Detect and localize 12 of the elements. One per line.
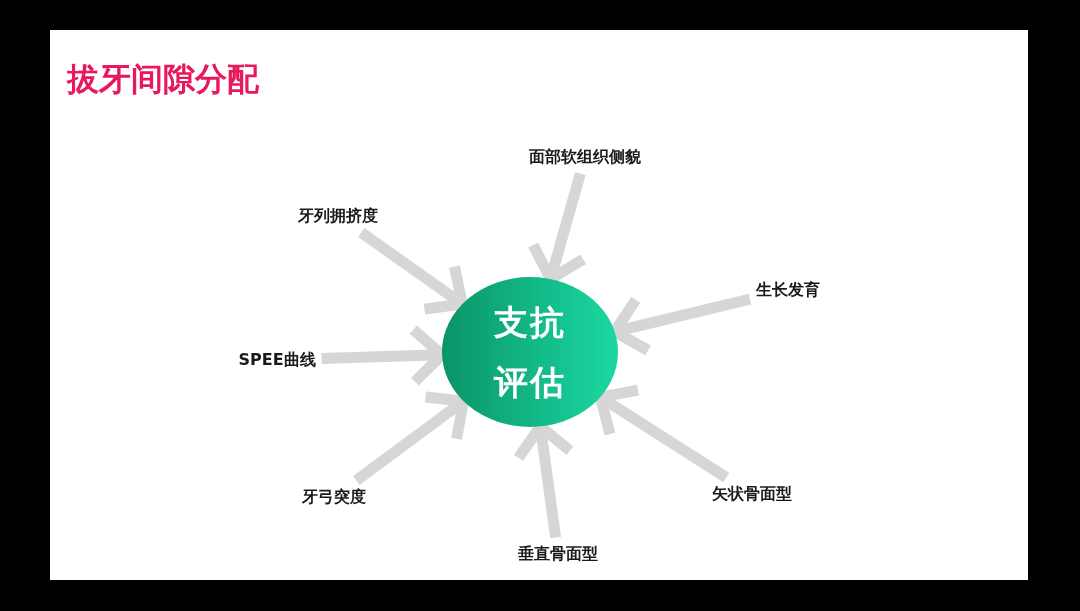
arrow — [594, 384, 730, 483]
factor-label: 面部软组织侧貌 — [529, 146, 641, 168]
factor-label: 垂直骨面型 — [518, 543, 598, 565]
arrow — [358, 228, 468, 315]
factor-label: 牙弓突度 — [302, 486, 366, 508]
slide-title: 拔牙间隙分配 — [67, 59, 259, 100]
arrow — [353, 391, 470, 485]
factor-label: 牙列拥挤度 — [298, 205, 378, 227]
factor-label: SPEE曲线 — [238, 349, 316, 371]
factor-label: 矢状骨面型 — [712, 483, 792, 505]
ellipse-label: 支抗评估 — [492, 301, 567, 404]
factor-label: 生长发育 — [756, 279, 820, 301]
